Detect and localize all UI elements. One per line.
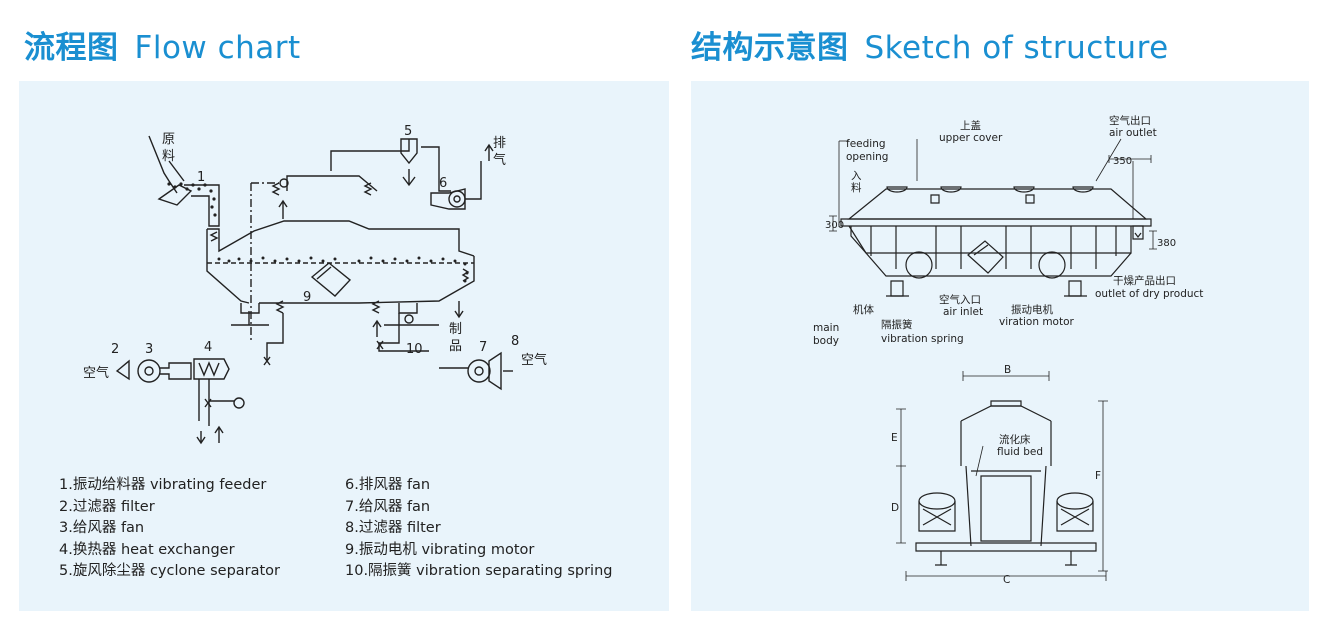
label-3: 3 — [145, 342, 153, 357]
legend-item: 1.振动给料器 vibrating feeder — [59, 477, 267, 493]
feeding-en-1: feeding — [846, 138, 886, 150]
dryer-side-view — [840, 186, 1152, 297]
air-outlet-zh: 空气出口 — [1109, 114, 1151, 127]
left-fan-and-heat-exchanger — [115, 358, 245, 445]
legend-item: 2.过滤器 filter — [59, 498, 155, 515]
exhaust-ducting — [286, 138, 482, 210]
feeding-zh-2: 料 — [851, 181, 862, 194]
legend-item: 6.排风器 fan — [345, 477, 431, 493]
structure-panel: feeding opening 入 料 上盖 upper cover 空气出口 … — [691, 81, 1309, 611]
dim-350: 350 — [1113, 156, 1132, 167]
dim-e: E — [891, 432, 898, 444]
dry-outlet-zh: 干燥产品出口 — [1113, 274, 1176, 287]
main-body-en-1: main — [813, 322, 839, 334]
legend-column-2: 6.排风器 fan 7.给风器 fan 8.过滤器 filter 9.振动电机 … — [345, 475, 613, 583]
exhaust-label-2: 气 — [493, 152, 506, 168]
flow-chart-panel: 原 料 1 — [19, 81, 669, 611]
feeding-en-2: opening — [846, 151, 888, 163]
exhaust-arrow — [484, 143, 494, 161]
dryer-body — [206, 220, 475, 314]
product-label-2: 品 — [449, 339, 462, 354]
vibrating-motor-9 — [310, 262, 352, 297]
product-arrow — [454, 301, 464, 319]
raw-material-label-1: 原 — [162, 132, 175, 147]
flow-chart-diagram: 原 料 1 — [83, 124, 547, 445]
label-8: 8 — [511, 334, 519, 349]
legend-item: 4.换热器 heat exchanger — [59, 541, 235, 558]
dim-f: F — [1095, 470, 1101, 482]
structure-heading: 结构示意图 Sketch of structure — [691, 22, 1169, 67]
label-5: 5 — [404, 124, 412, 139]
dim-300: 300 — [825, 220, 844, 231]
air-inlet-en: air inlet — [943, 306, 983, 318]
control-line — [250, 182, 279, 341]
legend-column-1: 1.振动给料器 vibrating feeder 2.过滤器 filter 3.… — [59, 475, 280, 583]
motor-zh: 振动电机 — [1011, 303, 1053, 316]
spring-en: vibration spring — [881, 333, 964, 345]
label-2: 2 — [111, 342, 119, 357]
dim-c: C — [1003, 574, 1010, 586]
dim-380: 380 — [1157, 238, 1176, 249]
legend-item: 7.给风器 fan — [345, 498, 431, 515]
legend-item: 3.给风器 fan — [59, 520, 145, 536]
exhaust-label-1: 排 — [493, 136, 506, 151]
dim-b: B — [1004, 364, 1011, 376]
label-6: 6 — [439, 176, 447, 191]
air-label-right: 空气 — [521, 352, 547, 368]
fluid-bed-zh: 流化床 — [999, 433, 1031, 446]
label-7: 7 — [479, 340, 487, 355]
main-body-zh: 机体 — [853, 303, 874, 316]
fluid-bed-en: fluid bed — [997, 446, 1043, 458]
inlet-piping — [231, 300, 439, 366]
raw-material-hopper — [148, 135, 220, 227]
dim-d: D — [891, 502, 899, 514]
dry-outlet-en: outlet of dry product — [1095, 288, 1203, 300]
spring-top-left — [271, 182, 281, 196]
label-9: 9 — [303, 290, 311, 305]
flow-chart-heading: 流程图 Flow chart — [24, 22, 301, 67]
structure-diagram: feeding opening 入 料 上盖 upper cover 空气出口 … — [813, 114, 1203, 586]
label-1: 1 — [197, 170, 205, 185]
spring-zh: 隔振簧 — [881, 318, 913, 331]
right-fan — [439, 351, 502, 391]
dryer-end-view — [915, 400, 1097, 566]
feeding-zh-1: 入 — [851, 170, 862, 182]
label-4: 4 — [204, 340, 212, 355]
main-body-en-2: body — [813, 335, 839, 347]
upper-cover-en: upper cover — [939, 132, 1003, 144]
structure-heading-en: Sketch of structure — [864, 30, 1169, 66]
product-label-1: 制 — [449, 322, 462, 337]
legend-item: 9.振动电机 vibrating motor — [345, 541, 535, 558]
air-inlet-zh: 空气入口 — [939, 293, 981, 306]
air-outlet-en: air outlet — [1109, 127, 1157, 139]
air-label-left: 空气 — [83, 365, 109, 381]
legend-item: 8.过滤器 filter — [345, 520, 441, 536]
legend-item: 10.隔振簧 vibration separating spring — [345, 563, 613, 579]
upper-cover-zh: 上盖 — [960, 119, 981, 132]
structure-heading-zh: 结构示意图 — [691, 30, 849, 66]
motor-en: viration motor — [999, 316, 1075, 328]
legend-item: 5.旋风除尘器 cyclone separator — [59, 563, 281, 579]
flow-chart-heading-zh: 流程图 — [24, 30, 119, 66]
raw-material-label-2: 料 — [162, 149, 175, 164]
cyclone-discharge-arrow — [402, 169, 416, 187]
flow-chart-heading-en: Flow chart — [134, 30, 301, 66]
spring-top-right — [363, 182, 373, 196]
label-10: 10 — [406, 342, 423, 357]
